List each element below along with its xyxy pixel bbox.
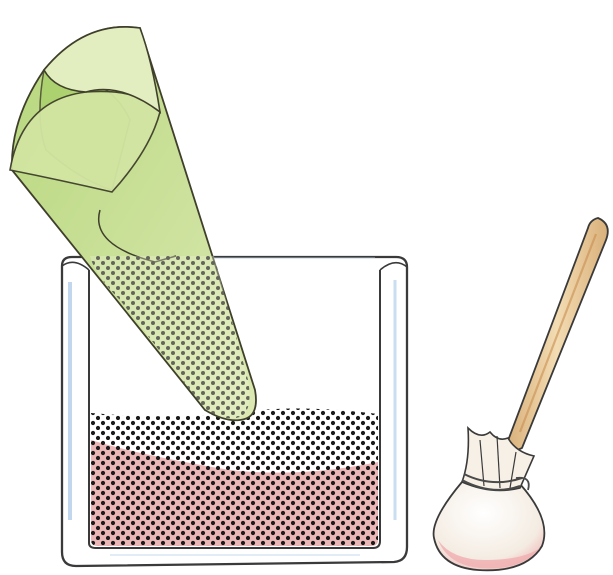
pouch-on-stick-icon — [434, 218, 608, 570]
sand-layer-icon — [91, 408, 378, 546]
